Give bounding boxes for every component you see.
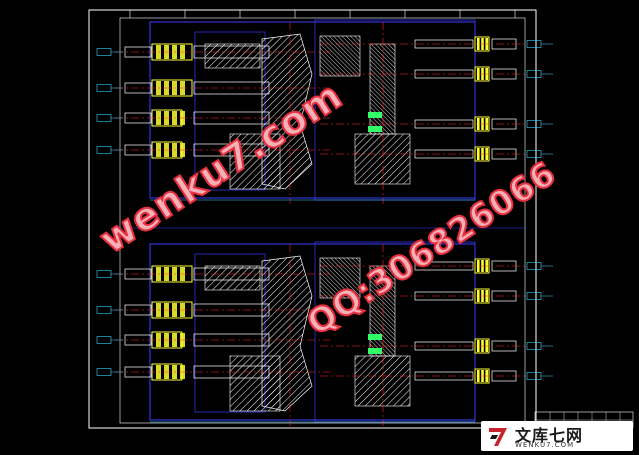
- hatched-insert: [354, 355, 411, 407]
- callout-box: [96, 270, 112, 278]
- piston-rod: [414, 371, 474, 381]
- piston-rod: [414, 119, 474, 129]
- hatched-core: [229, 133, 281, 190]
- callout-box: [526, 262, 542, 270]
- cylinder-thread: [477, 370, 480, 382]
- green-marker: [368, 348, 382, 354]
- callout-box: [526, 372, 542, 380]
- piston-rod: [414, 261, 474, 271]
- logo-english-name: WENKU7.COM: [515, 441, 575, 449]
- cylinder-thread: [477, 68, 480, 80]
- callout-box: [96, 84, 112, 92]
- hatched-core: [204, 265, 261, 291]
- outer-frame: [88, 9, 537, 429]
- hatched-core: [229, 355, 281, 412]
- green-marker: [368, 126, 382, 132]
- callout-box: [96, 146, 112, 154]
- cylinder-thread: [477, 260, 480, 272]
- cylinder-thread: [477, 148, 480, 160]
- callout-box: [526, 40, 542, 48]
- piston-rod: [414, 39, 474, 49]
- hatched-slide: [369, 43, 396, 135]
- piston-rod: [193, 267, 270, 281]
- piston-rod: [193, 81, 270, 95]
- piston-rod: [193, 333, 270, 347]
- number-seven-logo-icon: [489, 428, 507, 446]
- cylinder-thread: [477, 38, 480, 50]
- piston-rod: [414, 341, 474, 351]
- drawing-border: [88, 9, 537, 429]
- hatched-insert: [354, 133, 411, 185]
- hatched-core: [204, 43, 261, 69]
- piston-rod: [414, 291, 474, 301]
- cylinder-thread: [477, 118, 480, 130]
- cylinder-thread: [477, 340, 480, 352]
- green-marker: [368, 112, 382, 118]
- hatched-insert: [319, 35, 361, 77]
- callout-box: [526, 342, 542, 350]
- callout-box: [96, 48, 112, 56]
- piston-rod: [193, 143, 270, 157]
- hatched-insert: [319, 257, 361, 299]
- callout-box: [96, 336, 112, 344]
- piston-rod: [193, 111, 270, 125]
- piston-rod: [193, 45, 270, 59]
- logo-chinese-name: 文库七网: [515, 426, 584, 445]
- inner-frame: [119, 17, 526, 424]
- cylinder-thread: [477, 290, 480, 302]
- callout-box: [96, 368, 112, 376]
- callout-box: [526, 292, 542, 300]
- piston-rod: [414, 69, 474, 79]
- lower-mold-section: [96, 241, 553, 426]
- callout-box: [96, 306, 112, 314]
- callout-box: [526, 120, 542, 128]
- callout-box: [526, 70, 542, 78]
- wenku7-logo[interactable]: 文库七网 WENKU7.COM: [481, 421, 633, 451]
- piston-rod: [414, 149, 474, 159]
- piston-rod: [193, 365, 270, 379]
- green-marker: [368, 334, 382, 340]
- piston-rod: [193, 303, 270, 317]
- callout-box: [96, 114, 112, 122]
- upper-mold-section: [96, 19, 553, 204]
- hatched-slide: [369, 265, 396, 357]
